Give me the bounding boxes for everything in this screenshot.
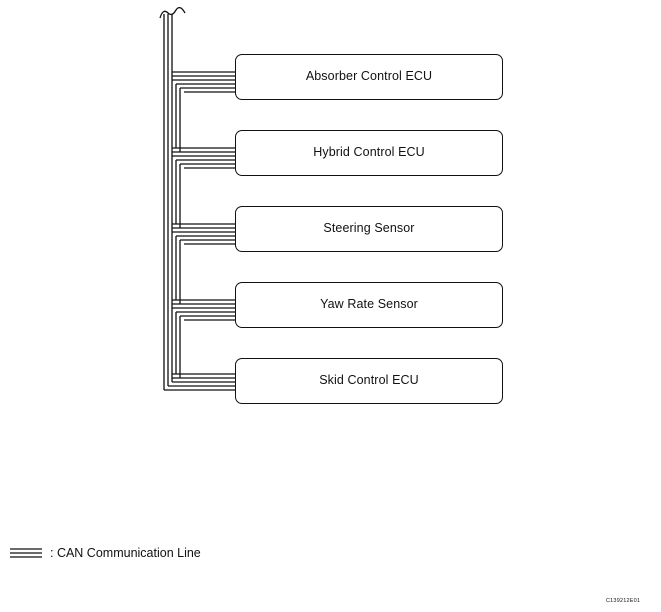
legend-can-line-symbol — [10, 548, 42, 558]
ecu-box-yaw-rate-sensor: Yaw Rate Sensor — [235, 282, 503, 328]
loop-steering-yaw — [175, 235, 235, 304]
ecu-box-hybrid-control: Hybrid Control ECU — [235, 130, 503, 176]
can-bus-wiring — [10, 6, 235, 558]
loop-yaw-skid — [175, 311, 235, 378]
legend-label: : CAN Communication Line — [50, 546, 201, 560]
ecu-label: Hybrid Control ECU — [313, 145, 425, 159]
bus-bottom-return — [164, 385, 235, 391]
branch-hybrid-control-ecu — [172, 147, 235, 157]
loop-absorber-hybrid — [175, 83, 235, 152]
figure-code: C139212E01 — [606, 598, 641, 604]
ecu-label: Skid Control ECU — [319, 373, 419, 387]
branch-absorber-control-ecu — [172, 71, 235, 81]
ecu-box-skid-control: Skid Control ECU — [235, 358, 503, 404]
ecu-label: Yaw Rate Sensor — [320, 297, 418, 311]
ecu-label: Absorber Control ECU — [305, 69, 433, 83]
branch-steering-sensor — [172, 223, 235, 233]
ecu-box-steering-sensor: Steering Sensor — [235, 206, 503, 252]
ecu-box-absorber-control: Absorber Control ECU — [235, 54, 503, 100]
branch-yaw-rate-sensor — [172, 299, 235, 309]
loop-hybrid-steering — [175, 159, 235, 228]
ecu-label: Steering Sensor — [323, 221, 415, 235]
branch-skid-control-ecu — [172, 373, 235, 383]
